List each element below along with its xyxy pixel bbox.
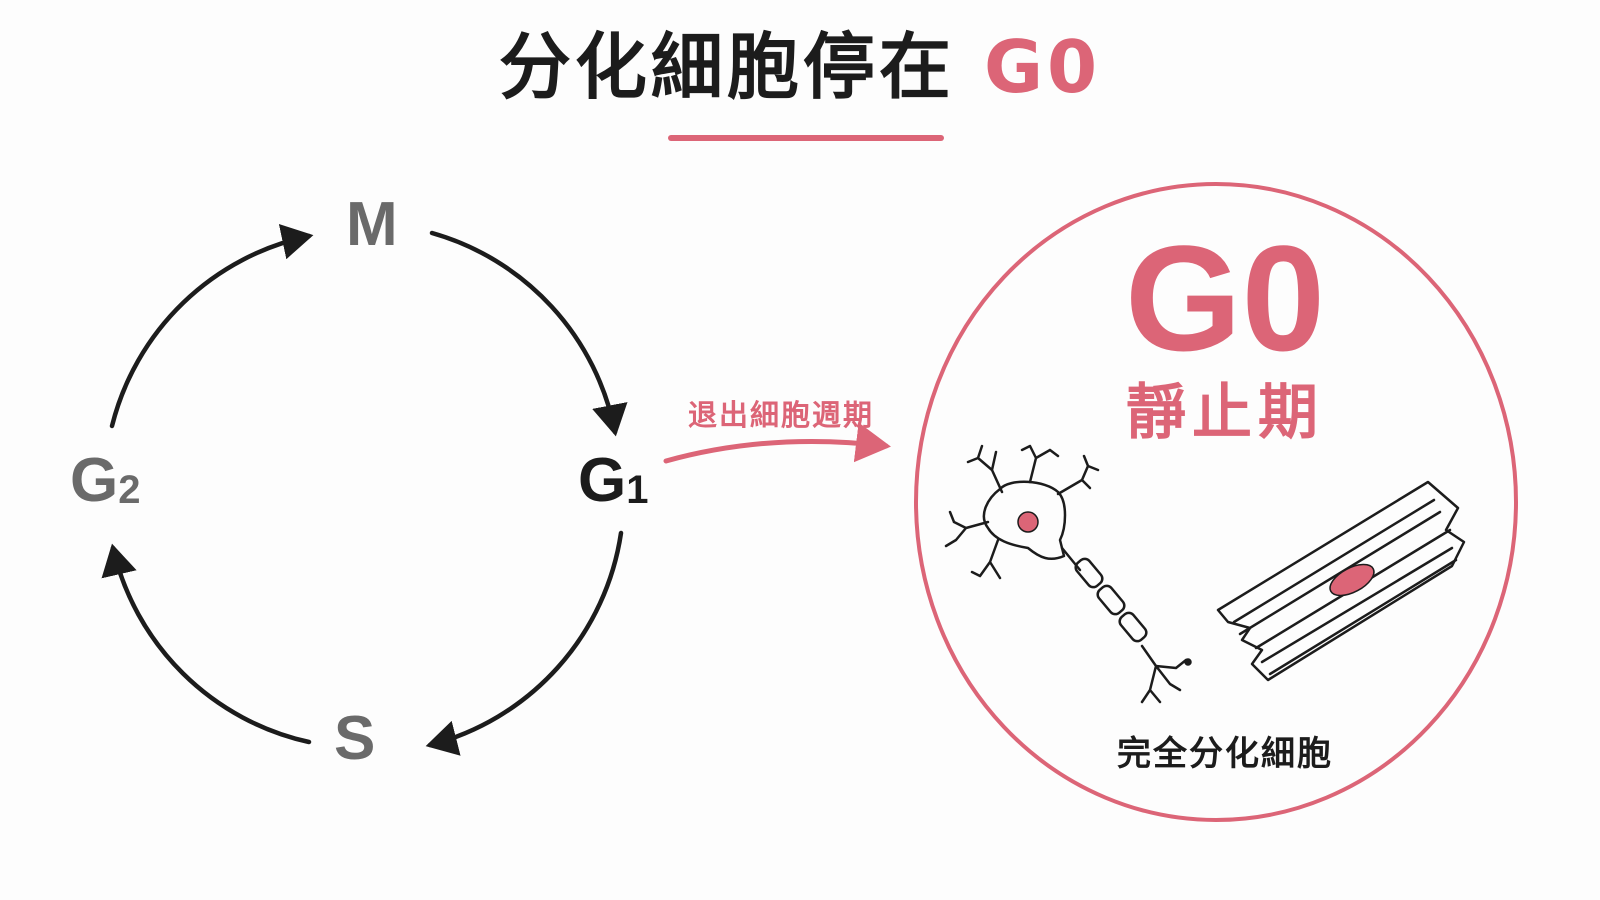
neuron-icon: [944, 444, 1192, 704]
g0-caption: 完全分化細胞: [1117, 734, 1333, 774]
arrow-m-to-g1: [429, 230, 628, 437]
title-main: 分化細胞停在: [498, 25, 984, 109]
phase-m-label: M: [346, 190, 398, 259]
phase-g2: G2: [70, 446, 140, 523]
phase-m: M: [346, 190, 398, 260]
exit-arrow: [663, 422, 891, 464]
phase-g1-letter: G: [578, 446, 627, 515]
exit-cycle-label: 退出細胞週期: [687, 398, 874, 432]
phase-g1-subscript: 1: [626, 468, 649, 512]
phase-g2-subscript: 2: [118, 468, 141, 512]
page-title: 分化細胞停在 G0: [0, 22, 1600, 112]
neuron-nucleus: [1017, 511, 1039, 533]
title-underline: [668, 135, 944, 141]
title-accent: G0: [983, 25, 1102, 109]
g0-circle: [914, 182, 1518, 822]
g0-title: G0: [1124, 214, 1326, 382]
muscle-nucleus: [1329, 563, 1375, 597]
phase-g2-letter: G: [70, 446, 119, 515]
arrow-s-to-g2: [101, 543, 312, 745]
phase-g1: G1: [578, 446, 648, 523]
arrow-g2-to-m: [109, 223, 314, 429]
phase-s: S: [334, 704, 375, 774]
arrow-g1-to-s: [425, 530, 624, 756]
phase-s-label: S: [334, 704, 376, 773]
g0-subtitle: 靜止期: [1126, 378, 1324, 448]
